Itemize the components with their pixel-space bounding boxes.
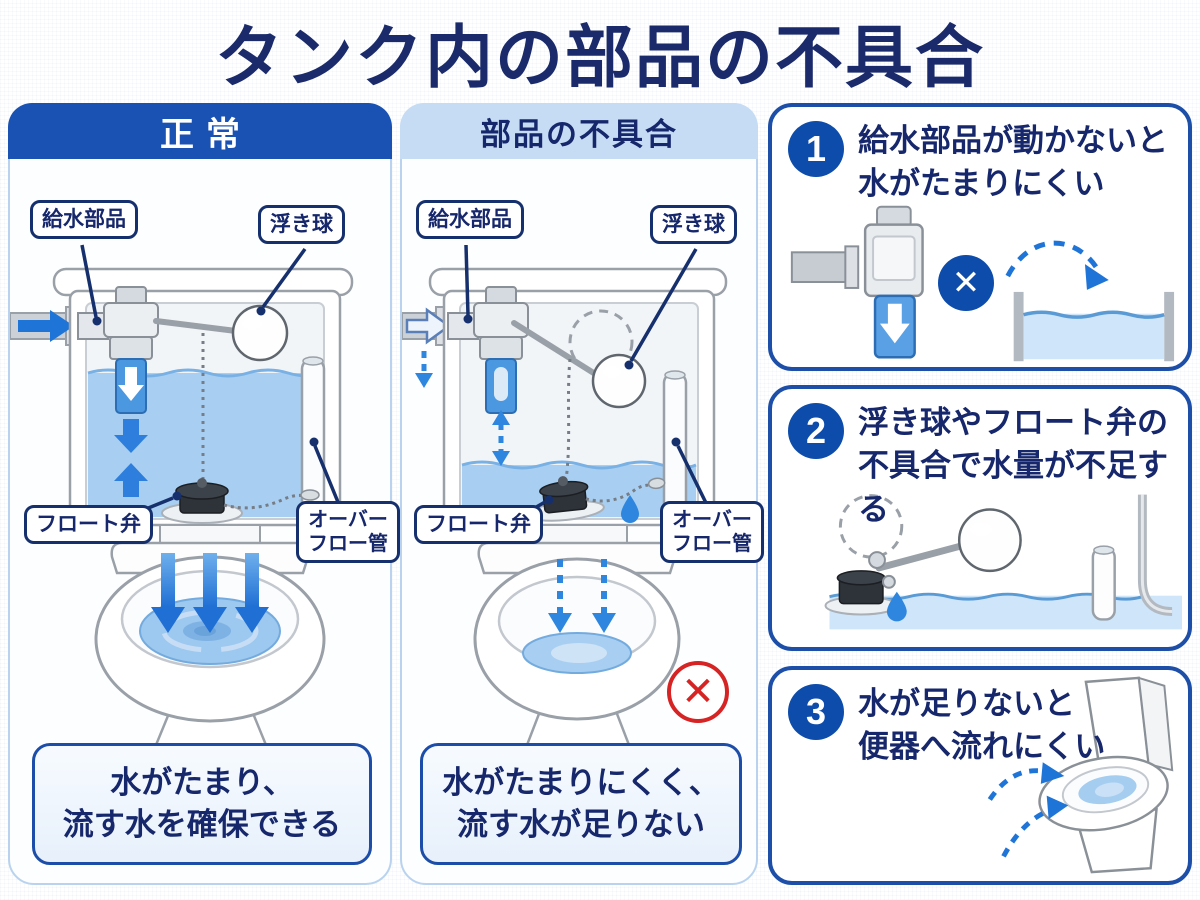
water-supply-valve bbox=[790, 205, 924, 359]
panel-fault-header: 部品の不具合 bbox=[400, 103, 758, 159]
water-supply-valve bbox=[447, 286, 529, 414]
step-2-illustration bbox=[778, 483, 1182, 643]
float-arm bbox=[511, 320, 603, 380]
float-ball bbox=[591, 353, 647, 409]
step-1-number-badge: 1 bbox=[788, 121, 844, 177]
step-3-art bbox=[987, 676, 1174, 874]
inlet-dashed-arrow-icon bbox=[415, 351, 433, 388]
label-float-valve: フロート弁 bbox=[24, 505, 153, 545]
water-container bbox=[1013, 291, 1175, 362]
label-supply-parts: 給水部品 bbox=[416, 200, 524, 240]
water-supply-valve bbox=[77, 286, 159, 414]
panel-fault: 部品の不具合 bbox=[400, 103, 764, 885]
step-2-art bbox=[824, 494, 1182, 630]
label-overflow-pipe: オーバー フロー管 bbox=[296, 501, 400, 563]
float-valve bbox=[824, 570, 898, 616]
overflow-pipe bbox=[300, 356, 326, 513]
step-card-2: 2 浮き球やフロート弁の 不具合で水量が不足する bbox=[768, 385, 1192, 651]
float-arm bbox=[875, 542, 964, 572]
weak-flush-dashed-arrows-icon bbox=[548, 559, 616, 633]
no-flow-dashed-arc-icon bbox=[1005, 240, 1109, 290]
water-drop-icon bbox=[621, 495, 639, 523]
label-float-ball: 浮き球 bbox=[650, 205, 737, 245]
label-float-ball: 浮き球 bbox=[258, 205, 345, 245]
step-1-text: 給水部品が動かないと 水がたまりにくい bbox=[858, 123, 1168, 202]
step-1-art bbox=[790, 205, 1175, 362]
weak-flow-dashed-arrows-icon bbox=[987, 762, 1069, 858]
float-ball bbox=[957, 508, 1022, 573]
fault-caption: 水がたまりにくく、 流す水が足りない bbox=[420, 743, 742, 865]
step-1-illustration bbox=[778, 203, 1182, 363]
tank-flow-arrows bbox=[114, 419, 148, 497]
refill-tube-highlight bbox=[1140, 494, 1173, 614]
inlet-arrow-icon bbox=[18, 310, 74, 342]
flapper-chain bbox=[563, 358, 572, 488]
flush-arrows-icon bbox=[151, 553, 269, 633]
toilet-side-view bbox=[1038, 676, 1174, 874]
label-overflow-pipe: オーバー フロー管 bbox=[660, 501, 764, 563]
fault-tank-diagram bbox=[402, 244, 728, 745]
step-2-number-badge: 2 bbox=[788, 403, 844, 459]
label-float-valve: フロート弁 bbox=[414, 505, 543, 545]
panel-fault-illustration bbox=[402, 161, 756, 745]
toilet-bowl bbox=[473, 524, 681, 745]
red-cross-icon: ✕ bbox=[667, 661, 729, 723]
step-3-illustration bbox=[778, 674, 1182, 877]
panel-normal-illustration bbox=[10, 161, 390, 745]
blue-cross-icon: ✕ bbox=[938, 255, 994, 311]
inlet-arrow-outline-icon bbox=[405, 307, 452, 345]
step-2-text: 浮き球やフロート弁の 不具合で水量が不足する bbox=[858, 405, 1168, 527]
label-supply-parts: 給水部品 bbox=[30, 200, 138, 240]
step-card-1: 1 給水部品が動かないと 水がたまりにくい ✕ bbox=[768, 103, 1192, 371]
float-valve bbox=[161, 478, 320, 524]
step-3-text: 水が足りないと 便器へ流れにくい bbox=[858, 686, 1106, 765]
panel-normal-header: 正常 bbox=[8, 103, 392, 159]
float-ball bbox=[231, 304, 289, 362]
steps-column: 1 給水部品が動かないと 水がたまりにくい ✕ bbox=[768, 103, 1192, 885]
overflow-pipe bbox=[1091, 545, 1116, 621]
valve-dashed-arrow-icon bbox=[492, 410, 510, 466]
step-card-3: 3 水が足りないと 便器へ流れにくい bbox=[768, 666, 1192, 885]
float-valve bbox=[527, 476, 666, 522]
normal-tank-diagram bbox=[10, 244, 354, 745]
water-drop-icon bbox=[886, 591, 907, 622]
page-title: タンク内の部品の不具合 bbox=[214, 20, 985, 96]
arm-hinge bbox=[868, 551, 886, 569]
float-arm bbox=[153, 318, 239, 334]
step-3-number-badge: 3 bbox=[788, 684, 844, 740]
panel-normal: 正常 bbox=[8, 103, 400, 885]
normal-caption: 水がたまり、 流す水を確保できる bbox=[32, 743, 372, 865]
